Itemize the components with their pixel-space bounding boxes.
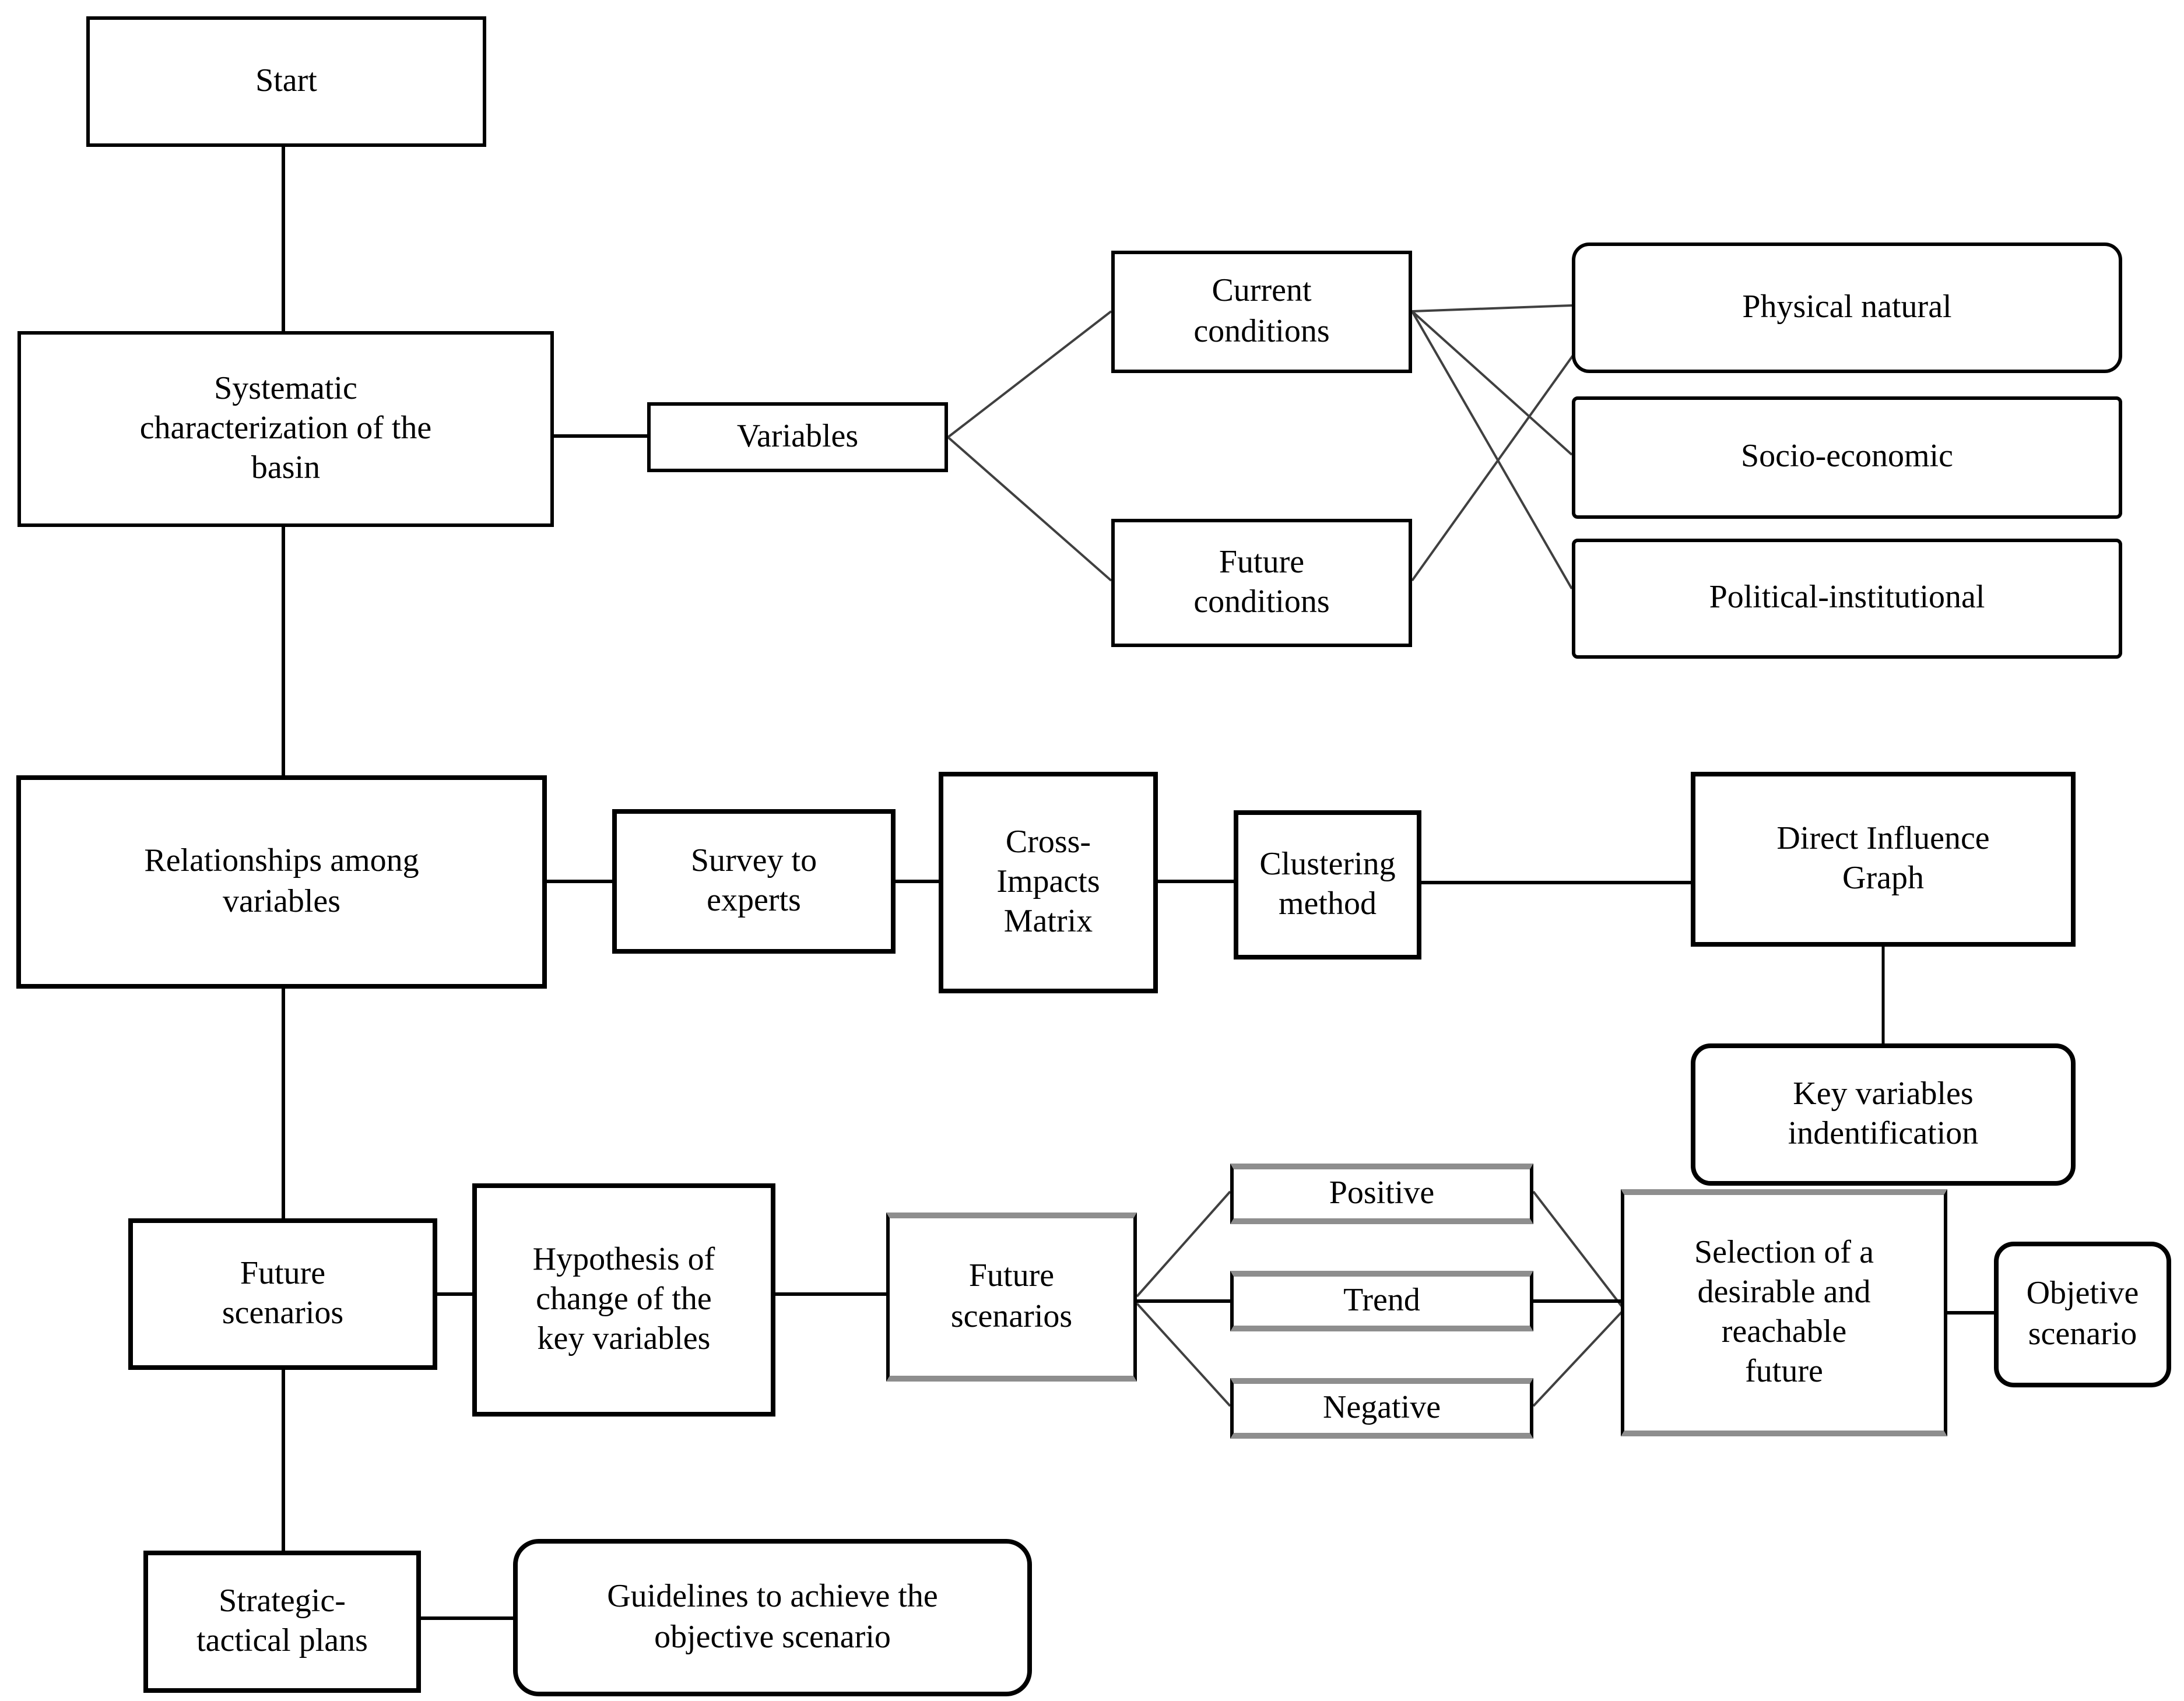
node-political-institutional-label: Political-institutional bbox=[1709, 579, 1985, 616]
node-variables: Variables bbox=[647, 402, 948, 472]
node-positive-scenario: Positive bbox=[1230, 1164, 1533, 1224]
connector-variables-future bbox=[947, 436, 1112, 582]
node-survey-to-experts: Survey to experts bbox=[612, 809, 896, 954]
node-negative-scenario: Negative bbox=[1230, 1378, 1533, 1439]
node-survey-to-experts-label: Survey to experts bbox=[690, 842, 817, 919]
node-direct-influence-graph-label: Direct Influence Graph bbox=[1776, 820, 1990, 897]
node-future-scenarios-stage: Future scenarios bbox=[128, 1218, 437, 1370]
node-strategic-tactical-plans: Strategic- tactical plans bbox=[143, 1551, 421, 1693]
node-future-conditions: Future conditions bbox=[1111, 519, 1412, 647]
node-socio-economic-label: Socio-economic bbox=[1741, 438, 1953, 475]
node-variables-label: Variables bbox=[736, 418, 859, 455]
node-clustering-method: Clustering method bbox=[1234, 810, 1421, 960]
node-systematic-characterization-label: Systematic characterization of the basin bbox=[139, 370, 432, 487]
node-hypothesis-of-change-label: Hypothesis of change of the key variable… bbox=[532, 1241, 715, 1358]
node-physical-natural: Physical natural bbox=[1572, 243, 2122, 373]
node-future-conditions-label: Future conditions bbox=[1193, 544, 1330, 620]
node-future-scenarios-label: Future scenarios bbox=[950, 1258, 1073, 1334]
connector-negative-selection bbox=[1532, 1309, 1624, 1407]
node-negative-scenario-label: Negative bbox=[1322, 1389, 1441, 1426]
node-direct-influence-graph: Direct Influence Graph bbox=[1691, 772, 2076, 947]
node-positive-scenario-label: Positive bbox=[1329, 1175, 1435, 1211]
node-physical-natural-label: Physical natural bbox=[1742, 289, 1952, 325]
connector-future-physical bbox=[1411, 351, 1576, 582]
node-trend-scenario: Trend bbox=[1230, 1271, 1533, 1331]
connector-positive-selection bbox=[1532, 1190, 1624, 1309]
node-socio-economic: Socio-economic bbox=[1572, 396, 2122, 519]
node-relationships-among-variables: Relationships among variables bbox=[16, 775, 547, 989]
node-future-scenarios-stage-label: Future scenarios bbox=[222, 1255, 344, 1331]
node-systematic-characterization: Systematic characterization of the basin bbox=[17, 331, 554, 527]
node-key-variables-identification-label: Key variables indentification bbox=[1788, 1076, 1979, 1152]
node-objetive-scenario: Objetive scenario bbox=[1994, 1242, 2171, 1387]
node-future-scenarios: Future scenarios bbox=[886, 1213, 1137, 1382]
node-cross-impacts-matrix-label: Cross- Impacts Matrix bbox=[996, 824, 1100, 940]
node-guidelines: Guidelines to achieve the objective scen… bbox=[513, 1539, 1032, 1696]
connector-current-political bbox=[1411, 311, 1573, 589]
connector-current-physical bbox=[1411, 304, 1572, 312]
node-political-institutional: Political-institutional bbox=[1572, 539, 2122, 659]
node-cross-impacts-matrix: Cross- Impacts Matrix bbox=[939, 772, 1158, 993]
node-trend-scenario-label: Trend bbox=[1343, 1282, 1420, 1319]
node-current-conditions: Current conditions bbox=[1111, 251, 1412, 373]
node-start: Start bbox=[86, 16, 486, 147]
node-objetive-scenario-label: Objetive scenario bbox=[2026, 1275, 2139, 1352]
node-hypothesis-of-change: Hypothesis of change of the key variable… bbox=[472, 1183, 775, 1417]
connector-futurescenarios-negative bbox=[1136, 1302, 1231, 1407]
node-selection-desirable-future: Selection of a desirable and reachable f… bbox=[1621, 1189, 1947, 1436]
connector-futurescenarios-positive bbox=[1136, 1190, 1231, 1298]
node-guidelines-label: Guidelines to achieve the objective scen… bbox=[607, 1579, 938, 1655]
node-current-conditions-label: Current conditions bbox=[1193, 273, 1330, 349]
node-relationships-among-variables-label: Relationships among variables bbox=[144, 843, 419, 919]
node-start-label: Start bbox=[255, 62, 317, 99]
node-strategic-tactical-plans-label: Strategic- tactical plans bbox=[196, 1583, 368, 1659]
node-selection-desirable-future-label: Selection of a desirable and reachable f… bbox=[1694, 1234, 1874, 1390]
node-clustering-method-label: Clustering method bbox=[1259, 846, 1396, 922]
connector-current-socio bbox=[1411, 310, 1573, 456]
connector-variables-current bbox=[947, 310, 1112, 438]
node-key-variables-identification: Key variables indentification bbox=[1691, 1043, 2076, 1186]
